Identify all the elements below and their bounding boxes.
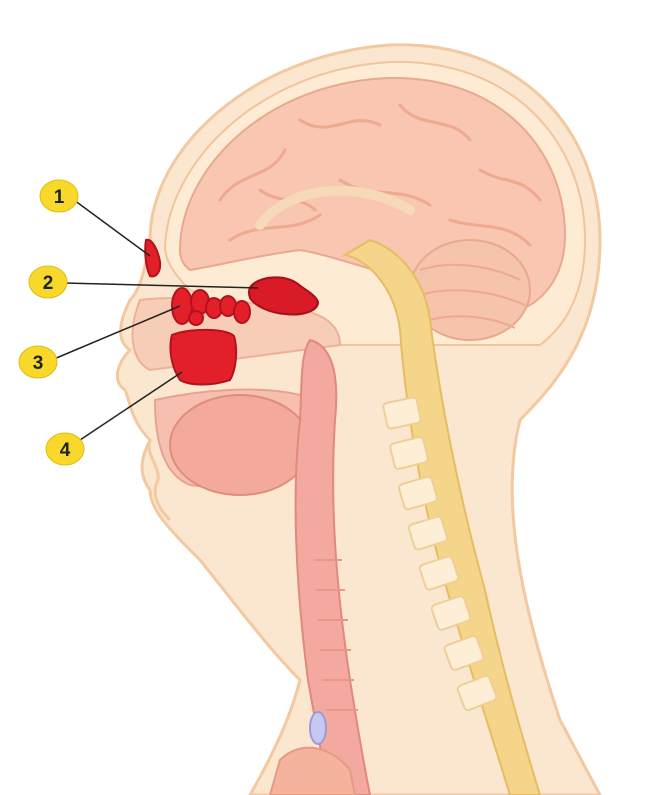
- corpus-callosum: [255, 185, 415, 230]
- marker-2: 2: [28, 265, 68, 299]
- thyroid: [309, 711, 327, 745]
- marker-badge: [28, 265, 68, 299]
- marker-number: 2: [43, 273, 54, 294]
- spinal-cord: [342, 238, 542, 795]
- leader-line-1: [73, 199, 151, 257]
- pharynx: [294, 338, 372, 795]
- ethmoid-sinus: [171, 287, 251, 326]
- maxillary-sinus: [169, 328, 238, 386]
- marker-badge: [45, 432, 85, 466]
- vertebrae: [382, 396, 498, 712]
- marker-4: 4: [45, 432, 85, 466]
- leader-line-3: [53, 305, 181, 360]
- lower-neck-tissue: [268, 746, 357, 795]
- marker-badge: [18, 345, 58, 379]
- leader-line-4: [79, 371, 183, 441]
- sphenoid-sinus: [247, 276, 320, 316]
- tongue: [169, 394, 311, 496]
- leader-lines: [53, 199, 259, 441]
- cerebellum-folds: [419, 263, 526, 329]
- marker-number: 1: [54, 187, 65, 208]
- marker-1: 1: [39, 179, 79, 213]
- leader-line-2: [63, 282, 259, 289]
- trachea-rings: [315, 559, 358, 711]
- marker-3: 3: [18, 345, 58, 379]
- brain-folds: [218, 103, 542, 247]
- marker-number: 4: [60, 440, 71, 461]
- frontal-sinus: [144, 238, 162, 278]
- marker-number: 3: [33, 353, 44, 374]
- lips: [147, 439, 172, 522]
- marker-badge: [39, 179, 79, 213]
